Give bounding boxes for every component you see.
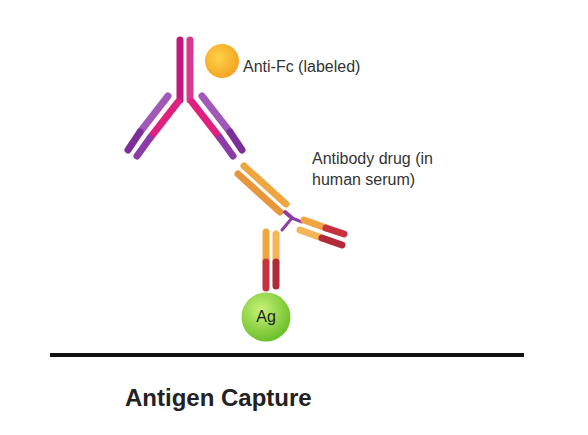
reagent-label: Anti-Fc (labeled) [243, 56, 443, 77]
heavy-chain [187, 40, 194, 100]
heavy-chain [326, 228, 344, 234]
antigen-circle: Ag [241, 292, 291, 342]
fc-chain [238, 174, 280, 212]
heavy-chain [177, 40, 184, 100]
antigen-label: Ag [256, 308, 276, 326]
light-chain [322, 238, 342, 245]
heavy-chain [304, 220, 326, 228]
light-chain [273, 262, 280, 286]
analyte-label: Antibody drug (in human serum) [312, 148, 477, 190]
heavy-chain [263, 262, 270, 288]
light-chain [230, 132, 242, 150]
antigen-fill [242, 293, 291, 342]
light-chain [300, 230, 322, 238]
heavy-chain [150, 102, 178, 138]
light-chain [273, 234, 280, 262]
light-chain [140, 96, 168, 132]
heavy-chain [220, 138, 233, 156]
plate-surface [50, 353, 524, 357]
label-tag [205, 44, 239, 78]
figure-caption: Antigen Capture [125, 384, 312, 412]
light-chain [202, 96, 230, 132]
hinge [282, 218, 292, 230]
heavy-chain [263, 232, 270, 262]
anti-fc-antibody [128, 40, 242, 156]
light-chain [128, 132, 140, 150]
heavy-chain [192, 102, 220, 138]
heavy-chain [137, 138, 150, 156]
